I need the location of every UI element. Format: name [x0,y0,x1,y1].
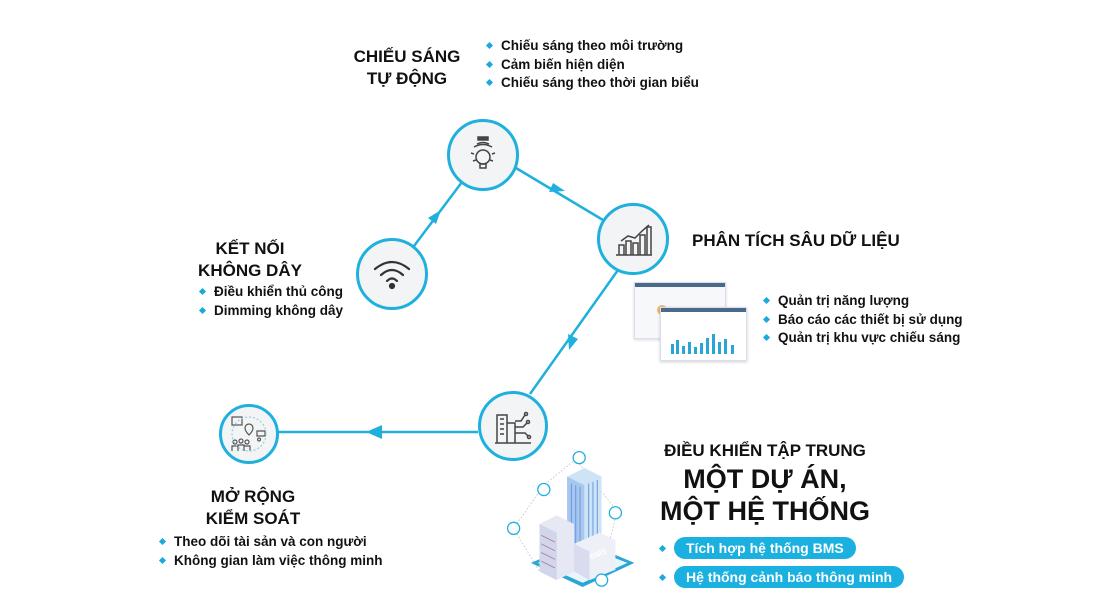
bar-chart-icon [616,224,652,256]
air-conditioner-icon [608,506,623,520]
sensor-bulb-icon [470,136,496,169]
expand-node [219,404,279,464]
title-line: KIỂM SOÁT [205,509,301,528]
lighting-title: CHIẾU SÁNG TỰ ĐỘNG [352,46,462,90]
central-headline-1: MỘT DỰ ÁN, [683,464,847,494]
list-item: Tích hợp hệ thống BMS [659,537,904,560]
title-line: MỞ RỘNG [210,487,296,506]
expand-list: Theo dõi tài sản và con người Không gian… [159,533,383,570]
arrow-icon [366,425,382,439]
wifi-icon [373,260,411,290]
analytics-list: Quản trị năng lượng Báo cáo các thiết bị… [763,292,963,348]
expand-title: MỞ RỘNG KIỂM SOÁT [193,486,313,530]
connector-lighting-analytics [515,166,604,222]
arrow-icon [428,210,441,224]
wireless-node [356,238,428,310]
dashboard-chart-screenshot [660,307,747,361]
power-icon [594,573,609,587]
title-line: CHIẾU SÁNG [353,47,461,66]
wireless-title: KẾT NỐI KHÔNG DÂY [190,238,310,282]
bulb-icon [537,482,551,497]
list-item: Quản trị năng lượng [763,292,963,311]
wireless-list: Điều khiển thủ công Dimming không dây [199,283,343,320]
list-item: Chiếu sáng theo môi trường [486,37,699,56]
connector-analytics-central [528,269,620,395]
smart-building-icon [495,411,532,444]
title-line: TỰ ĐỘNG [366,69,448,88]
arrow-icon [549,183,565,192]
shield-icon [572,450,586,465]
arrow-icon [568,334,578,350]
central-headline-2: MỘT HỆ THỐNG [660,496,870,526]
central-list: Tích hợp hệ thống BMS Hệ thống cảnh báo … [659,537,905,595]
analytics-node [597,203,669,275]
central-subtitle: ĐIỀU KHIỂN TẬP TRUNG [664,441,866,460]
analytics-title: PHÂN TÍCH SÂU DỮ LIỆU [692,231,900,250]
list-item: Cảm biến hiện diện [486,56,699,75]
list-item: Chiếu sáng theo thời gian biểu [486,74,699,93]
list-item: Theo dõi tài sản và con người [159,533,383,552]
central-node [478,391,548,461]
meter-icon [506,521,521,536]
list-item: Điều khiển thủ công [199,283,343,302]
list-item: Hệ thống cảnh báo thông minh [659,566,905,589]
bms-integration-badge: Tích hợp hệ thống BMS [674,537,856,559]
list-item: Không gian làm việc thông minh [159,552,383,571]
lighting-list: Chiếu sáng theo môi trường Cảm biến hiện… [486,37,699,93]
smart-alert-badge: Hệ thống cảnh báo thông minh [674,566,905,588]
title-line: KẾT NỐI [215,239,285,258]
list-item: Dimming không dây [199,302,343,321]
title-line: KHÔNG DÂY [198,261,302,280]
lighting-node [447,119,519,191]
central-heading: ĐIỀU KHIỂN TẬP TRUNG MỘT DỰ ÁN, MỘT HỆ T… [645,440,885,527]
list-item: Quản trị khu vực chiếu sáng [763,329,963,348]
bms-building-illustration: BMS [506,450,635,587]
bar-chart-thumbnail [671,334,734,354]
asset-tracking-icon [231,416,267,452]
list-item: Báo cáo các thiết bị sử dụng [763,311,963,330]
